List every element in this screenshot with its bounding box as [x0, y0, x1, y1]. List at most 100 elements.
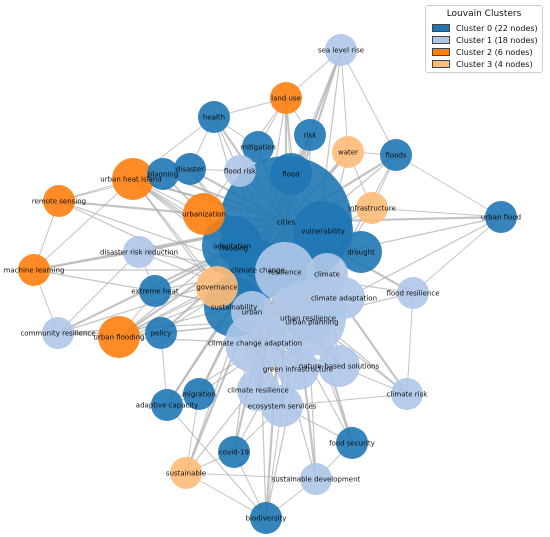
labels-layer: cities vulnerability adaptation climate cha… [4, 47, 522, 523]
node-label-extreme-heat: extreme heat [131, 288, 178, 296]
edge [340, 49, 349, 153]
node-water [332, 136, 364, 168]
node-health [198, 101, 230, 133]
node-label-migration: migration [182, 391, 216, 399]
node-label-governance: governance [196, 284, 237, 292]
node-sustainable [170, 457, 202, 489]
legend-entry-cluster-3: Cluster 3 (4 nodes) [432, 58, 536, 70]
node-sea-level-rise [325, 34, 357, 66]
node-ecosystem-services [261, 385, 303, 427]
node-label-land-use: land use [271, 95, 301, 103]
node-label-flood: flood [282, 171, 299, 179]
node-label-climate-risk: climate risk [387, 391, 429, 399]
node-governance [196, 266, 238, 308]
node-label-climate-change: climate change [231, 267, 285, 275]
node-label-policy: policy [151, 330, 172, 338]
edge [412, 216, 502, 294]
edge [290, 49, 342, 175]
node-climate-adaptation [323, 277, 365, 319]
node-sustainable-development [300, 463, 332, 495]
node-urban-flooding [98, 316, 140, 358]
node-urbanization [183, 193, 225, 235]
edge [395, 154, 502, 218]
edge [371, 207, 502, 218]
node-label-urban-heat-island: urban heat island [100, 176, 161, 184]
legend-label-cluster-3: Cluster 3 (4 nodes) [456, 59, 533, 69]
node-biodiversity [250, 502, 282, 534]
node-label-remote-sensing: remote sensing [32, 198, 86, 206]
node-green-infrastructure [277, 348, 319, 390]
edge [33, 251, 140, 271]
node-migration [183, 378, 215, 410]
node-label-climate: climate [314, 271, 340, 279]
node-label-urban-flood: urban flood [481, 214, 521, 222]
node-remote-sensing [43, 185, 75, 217]
legend-entry-cluster-1: Cluster 1 (18 nodes) [432, 34, 538, 46]
legend-label-cluster-0: Cluster 0 (22 nodes) [456, 23, 538, 33]
node-label-adaptation: adaptation [213, 243, 251, 251]
legend-label-cluster-2: Cluster 2 (6 nodes) [456, 47, 533, 57]
edge [340, 49, 397, 156]
node-label-planning: planning [148, 171, 178, 179]
node-label-water: water [338, 149, 358, 157]
node-label-drought: drought [347, 249, 375, 257]
node-urban [231, 291, 273, 333]
node-policy [145, 317, 177, 349]
legend-entry-cluster-0: Cluster 0 (22 nodes) [432, 22, 538, 34]
node-label-flood-resilience: flood resilience [386, 290, 439, 298]
node-climate-risk [391, 378, 423, 410]
edge [406, 292, 414, 395]
node-adaptive-capacity [151, 389, 183, 421]
edge [185, 472, 317, 480]
node-label-community-resilience: community resilience [20, 330, 95, 338]
node-label-flood-risk: flood risk [224, 168, 257, 176]
node-nature-based-solutions [318, 345, 360, 387]
node-label-ecosystem-services: ecosystem services [248, 403, 317, 411]
node-disaster [174, 153, 206, 185]
node-label-urban-planning: urban planning [285, 319, 338, 327]
node-food-security [336, 427, 368, 459]
edge [57, 251, 140, 334]
node-urban-flood [485, 201, 517, 233]
node-urban-planning [291, 301, 333, 343]
node-flood-risk [224, 155, 256, 187]
node-label-infrastructure: infrastructure [348, 205, 396, 213]
node-label-machine-learning: machine learning [4, 267, 65, 275]
node-label-biodiversity: biodiversity [246, 515, 287, 523]
node-label-food-security: food security [329, 440, 375, 448]
node-urban-heat-island [112, 158, 154, 200]
node-vulnerability [293, 201, 353, 261]
node-label-sustainable-development: sustainable development [272, 476, 361, 484]
node-label-vulnerability: vulnerability [301, 228, 345, 236]
node-label-cities: cities [277, 219, 296, 227]
node-label-sea-level-rise: sea level rise [318, 47, 364, 55]
node-mitigation [242, 131, 274, 163]
node-label-nature-based-solutions: nature-based solutions [299, 363, 380, 371]
node-label-climate-change-adaptation: climate change adaptation [208, 340, 302, 348]
edge [33, 178, 134, 271]
node-floods [380, 139, 412, 171]
node-risk [294, 119, 326, 151]
node-label-resilience: resilience [268, 269, 301, 277]
node-label-floods: floods [385, 152, 406, 160]
node-label-urbanization: urbanization [182, 211, 226, 219]
legend-swatch-cluster-1 [432, 36, 450, 44]
node-flood-resilience [397, 277, 429, 309]
nodes-layer [18, 34, 517, 534]
node-community-resilience [42, 317, 74, 349]
node-label-disaster-risk-reduction: disaster risk reduction [100, 249, 178, 257]
edge [166, 404, 267, 519]
legend-swatch-cluster-0 [432, 24, 450, 32]
node-machine-learning [18, 254, 50, 286]
node-label-covid: covid-19 [219, 449, 249, 457]
node-flooding [218, 232, 250, 264]
node-label-urban: urban [242, 309, 262, 317]
node-label-green-infrastructure: green infrastructure [263, 366, 333, 374]
node-label-mitigation: mitigation [240, 144, 276, 152]
node-label-adaptive-capacity: adaptive capacity [136, 402, 198, 410]
node-label-flooding: flooding [220, 245, 248, 253]
node-label-climate-adaptation: climate adaptation [311, 295, 377, 303]
node-extreme-heat [139, 275, 171, 307]
node-drought [340, 231, 382, 273]
